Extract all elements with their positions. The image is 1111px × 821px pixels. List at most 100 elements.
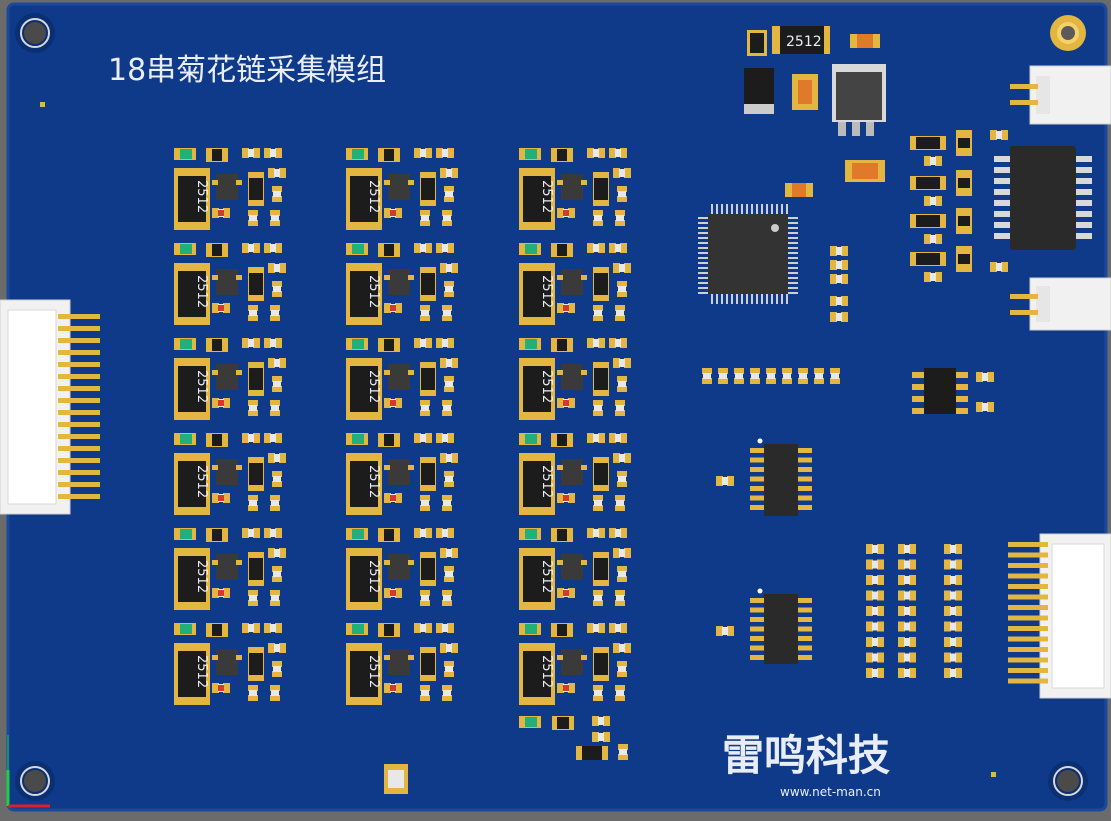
mosfet-pin	[236, 655, 242, 660]
passive-body	[446, 264, 452, 272]
passive-pad	[223, 398, 230, 408]
mcu-pin	[788, 232, 798, 234]
mosfet-pin	[408, 370, 414, 375]
passive-pad	[242, 623, 249, 633]
passive-pad	[425, 528, 432, 538]
passive-body	[618, 191, 626, 197]
red-marker	[390, 590, 396, 596]
passive-body	[950, 622, 956, 631]
transistor	[557, 339, 567, 351]
passive-body	[274, 264, 280, 272]
chip-pin	[1074, 167, 1092, 173]
transistor	[557, 717, 569, 729]
transistor	[384, 434, 394, 446]
passive-body	[271, 500, 279, 506]
passive-pad	[444, 186, 454, 192]
passive-pad	[615, 210, 625, 216]
passive-body	[446, 549, 452, 557]
passive-pad	[420, 305, 430, 311]
passive-body	[872, 607, 878, 615]
connector-pin	[58, 326, 100, 331]
passive-pad	[877, 544, 884, 554]
resistor-2512	[523, 271, 551, 317]
passive-pad	[613, 168, 620, 178]
passive-body	[248, 624, 254, 632]
passive-pad	[264, 528, 271, 538]
passive-pad	[568, 398, 575, 408]
resistor-2512	[350, 271, 378, 317]
status-led	[352, 244, 364, 254]
mcu-pin	[698, 227, 708, 229]
diode	[916, 177, 940, 189]
passive-body	[836, 261, 842, 269]
chip-pin	[796, 476, 812, 482]
passive-pad	[841, 260, 848, 270]
connector-pin	[58, 422, 100, 427]
red-marker	[563, 400, 569, 406]
passive-pad	[420, 410, 430, 416]
status-led	[180, 339, 192, 349]
passive-pad	[866, 621, 873, 632]
passive-body	[618, 286, 626, 292]
mounting-hole-bottom-left	[15, 761, 55, 801]
diode	[594, 368, 608, 390]
passive-pad	[593, 695, 603, 701]
connector-pin	[58, 386, 100, 391]
mosfet-sot23	[388, 364, 410, 390]
transistor	[557, 624, 567, 636]
diode	[594, 273, 608, 295]
resistor-2512	[350, 651, 378, 697]
passive-body	[271, 690, 279, 696]
passive-pad	[420, 220, 430, 226]
passive-pad	[620, 433, 627, 443]
mcu-pin	[776, 294, 778, 304]
resistor-2512	[523, 176, 551, 222]
passive-body	[904, 591, 910, 600]
resistor-2512	[350, 366, 378, 412]
mcu-pin	[751, 204, 753, 214]
connector-pin	[1008, 615, 1048, 621]
passive-body	[872, 638, 878, 646]
chip-pin	[796, 617, 812, 622]
chip-pin	[994, 233, 1012, 239]
passive-pad	[384, 303, 391, 313]
passive-pad	[987, 372, 994, 382]
passive-pad	[442, 695, 452, 701]
connector-pin	[1008, 626, 1048, 631]
connector-pin	[1008, 657, 1048, 663]
passive-pad	[440, 358, 447, 368]
passive-body	[271, 595, 279, 601]
mosfet-pin	[408, 180, 414, 185]
mosfet-sot23	[216, 649, 238, 675]
diode	[421, 273, 435, 295]
mosfet-sot23	[561, 459, 583, 485]
passive-pad	[617, 376, 627, 382]
mosfet-pin	[384, 560, 390, 565]
mosfet-pin	[212, 370, 218, 375]
passive-pad	[944, 668, 951, 678]
red-marker	[390, 305, 396, 311]
chip-pin	[796, 607, 812, 613]
passive-pad	[272, 481, 282, 487]
passive-pad	[866, 559, 873, 570]
connector-pin	[1008, 605, 1048, 610]
red-marker	[218, 685, 224, 691]
passive-body	[443, 690, 451, 696]
passive-body	[799, 373, 807, 379]
passive-pad	[212, 493, 219, 503]
passive-pad	[624, 453, 631, 463]
mcu-pin	[698, 282, 708, 284]
passive-body	[421, 595, 429, 601]
passive-pad	[587, 623, 594, 633]
connector-pin	[58, 338, 100, 343]
passive-pad	[609, 433, 616, 443]
passive-pad	[617, 661, 627, 667]
passive-pad	[944, 637, 951, 647]
passive-body	[872, 576, 878, 584]
mcu-pin	[788, 292, 798, 294]
passive-pad	[384, 398, 391, 408]
passive-body	[831, 373, 839, 379]
passive-pad	[568, 683, 575, 693]
passive-body	[274, 454, 280, 462]
passive-body	[248, 339, 254, 347]
